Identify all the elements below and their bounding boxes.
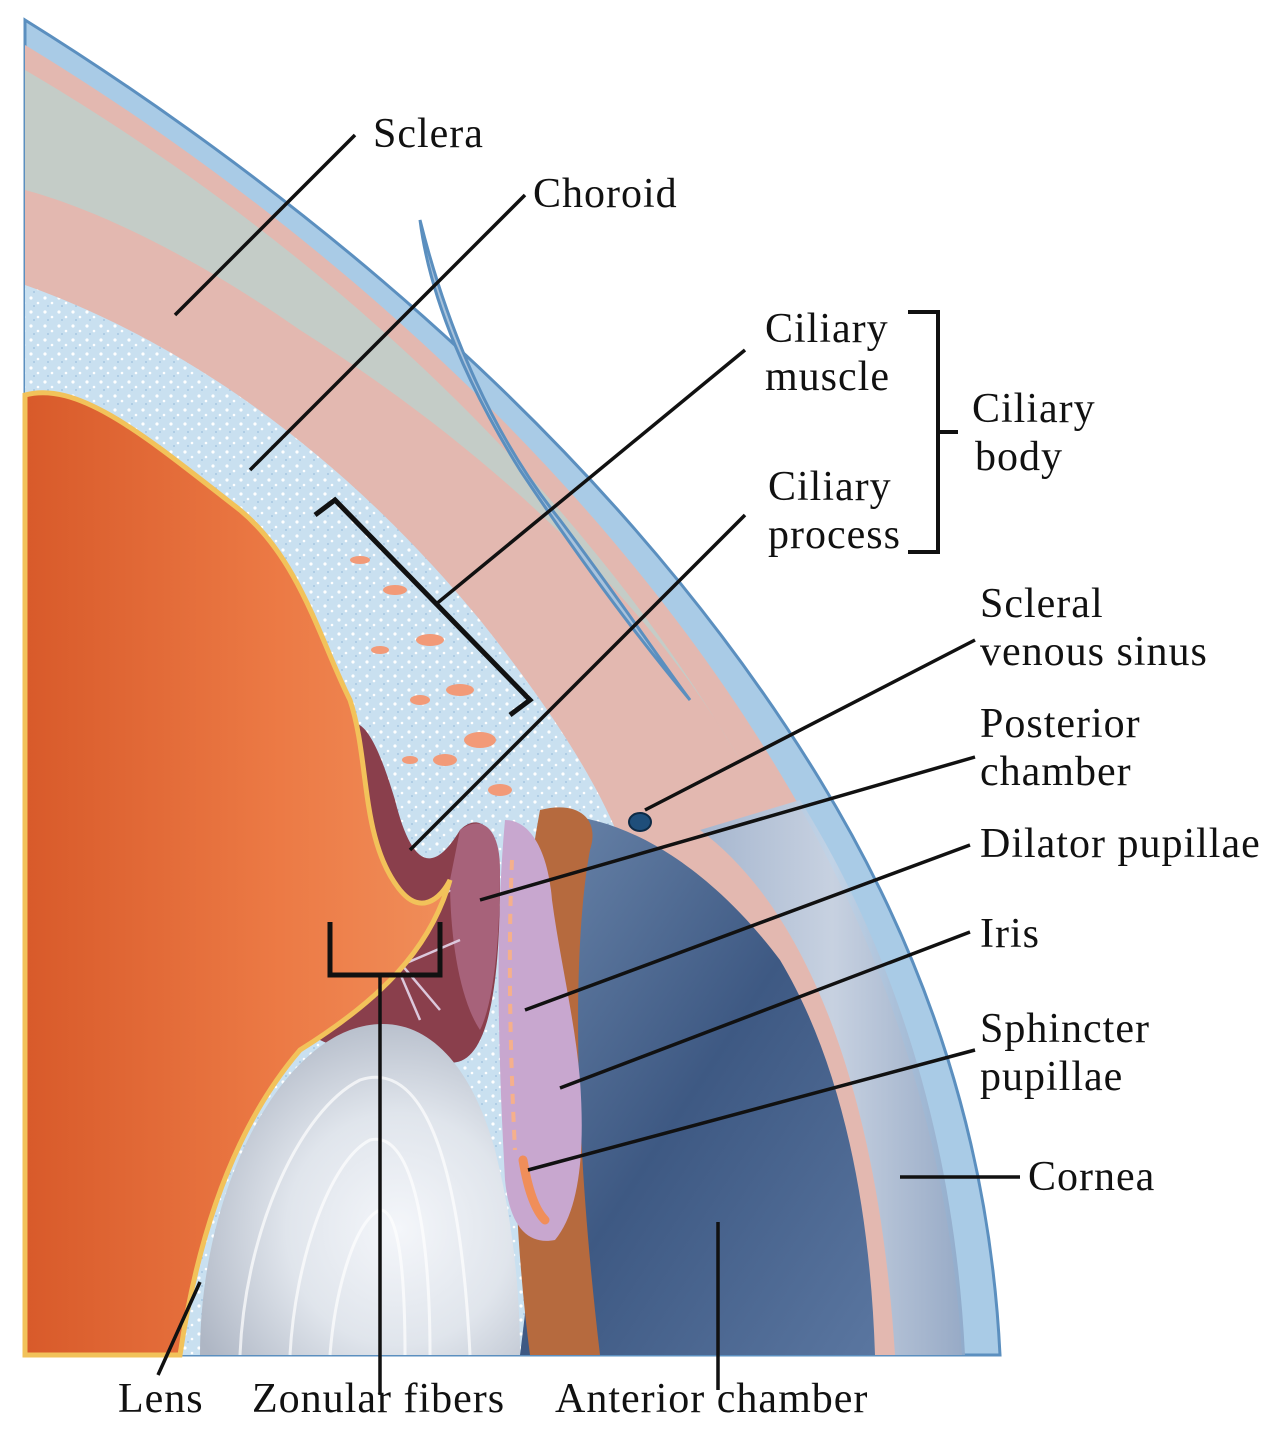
label-ciliary-body-line2: body bbox=[975, 433, 1063, 481]
label-ciliary-muscle-line2: muscle bbox=[765, 353, 890, 401]
label-sclera: Sclera bbox=[373, 110, 484, 158]
label-sphincter-line2: pupillae bbox=[980, 1053, 1123, 1101]
label-cornea: Cornea bbox=[1028, 1153, 1155, 1201]
label-dilator-pupillae: Dilator pupillae bbox=[980, 820, 1261, 868]
scleral-venous-sinus bbox=[629, 813, 651, 831]
label-sphincter-line1: Sphincter bbox=[980, 1005, 1150, 1053]
label-ciliary-process-line2: process bbox=[768, 511, 901, 559]
label-scleral-sinus-line1: Scleral bbox=[980, 580, 1104, 628]
label-choroid: Choroid bbox=[533, 170, 678, 218]
label-posterior-chamber-line1: Posterior bbox=[980, 700, 1141, 748]
label-posterior-chamber-line2: chamber bbox=[980, 748, 1132, 796]
label-lens: Lens bbox=[118, 1375, 204, 1423]
label-scleral-sinus-line2: venous sinus bbox=[980, 628, 1208, 676]
label-ciliary-process-line1: Ciliary bbox=[768, 463, 892, 511]
label-ciliary-body-line1: Ciliary bbox=[972, 385, 1096, 433]
label-iris: Iris bbox=[980, 910, 1040, 958]
label-zonular-fibers: Zonular fibers bbox=[252, 1375, 505, 1423]
ciliary-body-bracket bbox=[908, 312, 958, 552]
label-ciliary-muscle-line1: Ciliary bbox=[765, 305, 889, 353]
label-anterior-chamber: Anterior chamber bbox=[555, 1375, 868, 1423]
